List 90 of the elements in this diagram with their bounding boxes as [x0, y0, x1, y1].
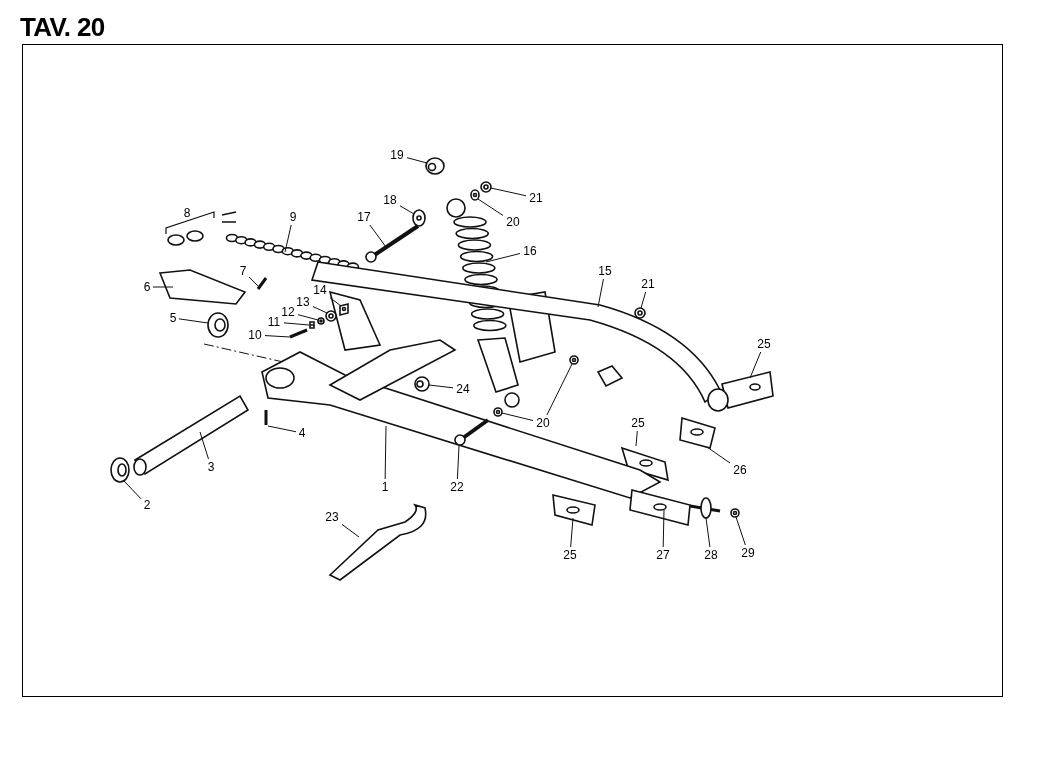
callout-number: 9 [289, 211, 297, 223]
callout-number: 13 [296, 296, 310, 308]
leader-line [199, 431, 209, 460]
washer [412, 209, 426, 227]
spacer-plate [552, 493, 596, 526]
leader-line [267, 425, 297, 433]
callout-number: 15 [598, 265, 612, 277]
washer [470, 189, 480, 201]
callout-number: 18 [383, 194, 397, 206]
callout-number: 22 [450, 481, 464, 493]
leader-line [329, 297, 342, 307]
bolt [365, 224, 420, 263]
leader-line [312, 306, 328, 314]
callout-number: 11 [267, 316, 281, 328]
callout-number: 3 [207, 461, 215, 473]
callout-number: 1 [381, 481, 389, 493]
leader-line [283, 322, 310, 326]
nut [325, 310, 337, 322]
leader-line [546, 363, 573, 416]
bolt [289, 328, 308, 339]
spindle [689, 497, 721, 519]
callout-number: 19 [390, 149, 404, 161]
washer [493, 407, 503, 417]
callout-number: 20 [536, 417, 550, 429]
leader-line [152, 286, 174, 288]
pivot-tube [133, 394, 250, 476]
leader-line [635, 430, 638, 447]
leader-line [456, 445, 460, 480]
leader-line [284, 224, 292, 253]
leader-line [662, 509, 665, 548]
callout-number: 28 [704, 549, 718, 561]
leader-line [406, 157, 428, 164]
nut [634, 307, 646, 319]
lock-washer [309, 321, 315, 329]
callout-number: 25 [563, 549, 577, 561]
leader-line [384, 425, 387, 480]
bushing [339, 302, 349, 317]
callout-number: 6 [143, 281, 151, 293]
callout-number: 29 [741, 547, 755, 559]
cap [110, 457, 130, 483]
callout-number: 8 [183, 207, 191, 219]
leader-line [597, 278, 604, 308]
callout-number: 26 [733, 464, 747, 476]
callout-number: 5 [169, 312, 177, 324]
callout-number: 7 [239, 265, 247, 277]
plate-title: TAV. 20 [20, 14, 105, 40]
spacer-plate [679, 416, 716, 449]
leader-line [706, 446, 731, 464]
leader-line [297, 314, 319, 321]
callout-number: 21 [529, 192, 543, 204]
washer [317, 317, 325, 325]
leader-line [399, 205, 415, 215]
screw [264, 410, 268, 425]
leader-line [485, 253, 521, 263]
bushing [425, 157, 445, 175]
leader-line [248, 276, 259, 287]
swingarm [261, 339, 729, 499]
leader-line [123, 480, 142, 500]
seal-ring [207, 312, 229, 338]
leader-line [735, 516, 746, 546]
callout-number: 10 [248, 329, 262, 341]
callout-number: 25 [757, 338, 771, 350]
bushing [414, 376, 430, 392]
leader-line [570, 517, 574, 548]
chain-guard [311, 261, 721, 403]
callout-number: 23 [325, 511, 339, 523]
leader-line [749, 351, 762, 379]
callout-number: 21 [641, 278, 655, 290]
spacer-tube [629, 489, 691, 526]
callout-number: 27 [656, 549, 670, 561]
washer [569, 355, 579, 365]
leader-line [705, 517, 711, 548]
callout-number: 4 [298, 427, 306, 439]
end-plate [721, 371, 774, 409]
leader-line [428, 384, 454, 389]
leader-line [369, 224, 387, 248]
callout-number: 17 [357, 211, 371, 223]
callout-number: 2 [143, 499, 151, 511]
leader-line [264, 335, 291, 338]
leader-line [341, 523, 360, 538]
callout-number: 25 [631, 417, 645, 429]
nut [730, 508, 740, 518]
leader-line [490, 187, 527, 197]
leader-line [178, 318, 209, 324]
leader-line [640, 291, 647, 309]
callout-number: 12 [281, 306, 295, 318]
nut [480, 181, 492, 193]
leader-line [477, 198, 504, 216]
screw [256, 277, 268, 290]
callout-number: 14 [313, 284, 327, 296]
